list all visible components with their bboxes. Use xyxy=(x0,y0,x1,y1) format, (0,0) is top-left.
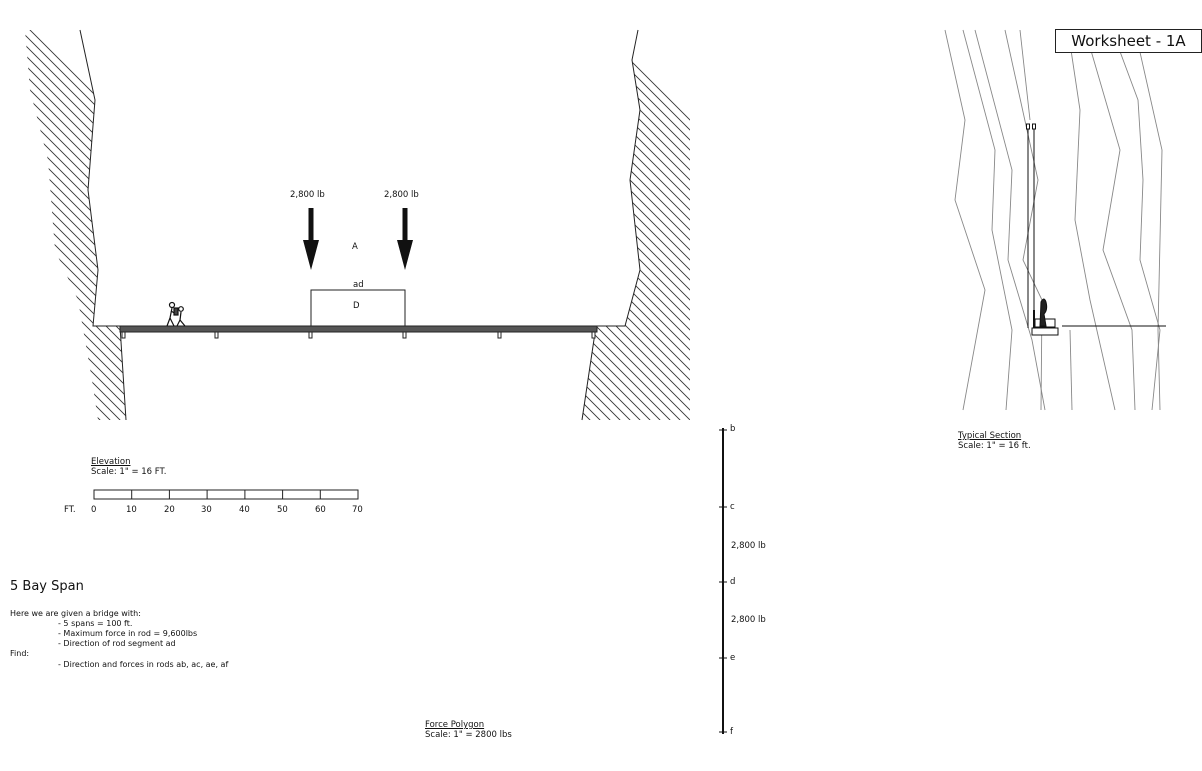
polygon-load-label: 2,800 lb xyxy=(731,615,766,625)
problem-given: - 5 spans = 100 ft. xyxy=(58,619,133,628)
worksheet-label: Worksheet - 1A xyxy=(1055,29,1202,53)
scale-tick-label: 20 xyxy=(164,505,175,515)
scale-tick-label: 40 xyxy=(239,505,250,515)
hikers-figure xyxy=(166,301,186,327)
load-arrow-right xyxy=(397,208,413,270)
elevation-title: Elevation xyxy=(91,457,131,467)
load-arrow-left xyxy=(303,208,319,270)
polygon-load-label: 2,800 lb xyxy=(731,541,766,551)
load-label-right: 2,800 lb xyxy=(384,190,419,200)
scale-bar xyxy=(93,489,359,500)
scale-tick-label: 70 xyxy=(352,505,363,515)
scale-tick-label: 60 xyxy=(315,505,326,515)
polygon-point-b: b xyxy=(730,424,736,434)
elevation-scale: Scale: 1" = 16 FT. xyxy=(91,467,167,477)
problem-find-label: Find: xyxy=(10,649,30,658)
load-label-left: 2,800 lb xyxy=(290,190,325,200)
problem-given: - Maximum force in rod = 9,600lbs xyxy=(58,629,198,638)
force-polygon-title: Force Polygon xyxy=(425,720,485,730)
section-bridge xyxy=(1026,123,1166,336)
scale-tick-label: 30 xyxy=(201,505,212,515)
section-title: Typical Section xyxy=(958,431,1022,441)
problem-title: 5 Bay Span xyxy=(10,579,84,594)
space-label-a: A xyxy=(352,242,358,252)
bridge-deck xyxy=(119,325,598,333)
problem-find: - Direction and forces in rods ab, ac, a… xyxy=(58,660,229,669)
polygon-point-f: f xyxy=(730,727,733,737)
problem-given: - Direction of rod segment ad xyxy=(58,639,176,648)
problem-intro: Here we are given a bridge with: xyxy=(10,609,141,618)
deck-hangers xyxy=(121,331,596,339)
scale-tick-label: 50 xyxy=(277,505,288,515)
load-panel xyxy=(310,289,406,327)
section-scale: Scale: 1" = 16 ft. xyxy=(958,441,1031,451)
segment-label-ad: ad xyxy=(353,280,364,290)
force-polygon-line xyxy=(719,428,727,734)
polygon-point-d: d xyxy=(730,577,736,587)
scale-tick-label: 10 xyxy=(126,505,137,515)
force-polygon-scale: Scale: 1" = 2800 lbs xyxy=(425,730,512,740)
space-label-d: D xyxy=(353,301,360,311)
scale-tick-label: 0 xyxy=(91,505,97,515)
section-canyon-lines xyxy=(944,29,1163,411)
polygon-point-e: e xyxy=(730,653,736,663)
polygon-point-c: c xyxy=(730,502,735,512)
scale-unit: FT. xyxy=(64,505,76,515)
